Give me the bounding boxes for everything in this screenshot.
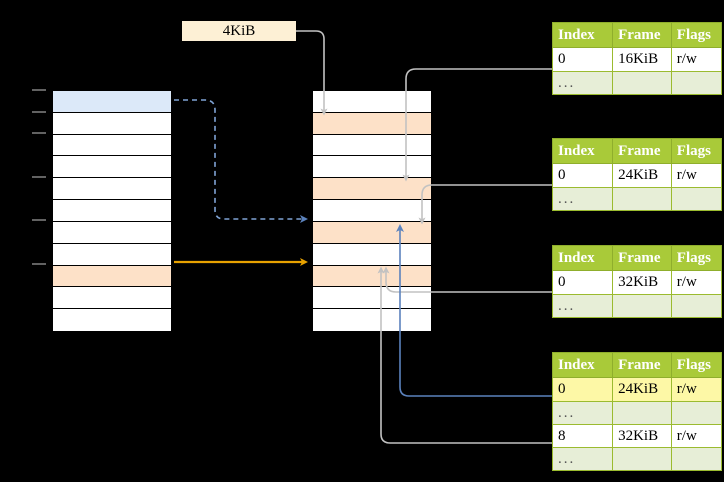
page-table-ellipsis-row: ... xyxy=(551,293,723,318)
cell-frame xyxy=(612,293,672,318)
cell-index: 0 xyxy=(551,163,614,188)
cell-index: ... xyxy=(551,70,614,95)
virtual-page-row xyxy=(53,287,171,310)
cell-frame: 32KiB xyxy=(612,423,672,449)
physical-frame-row xyxy=(313,112,431,135)
cell-frame xyxy=(612,400,672,425)
cell-flags: r/w xyxy=(670,270,723,295)
virtual-page-row xyxy=(53,309,171,331)
page-size-badge: 4KiB xyxy=(182,21,296,41)
physical-frame-row xyxy=(313,91,431,113)
cell-index: 0 xyxy=(551,377,614,402)
virtual-page-row xyxy=(53,134,171,157)
cell-index: ... xyxy=(551,186,614,211)
physical-memory-table xyxy=(312,90,432,331)
physical-frame-row xyxy=(313,178,431,201)
cell-index: 8 xyxy=(551,423,614,449)
cell-flags xyxy=(670,400,723,425)
virtual-page-row xyxy=(53,156,171,179)
virtual-page-row xyxy=(53,265,171,288)
cell-frame xyxy=(612,186,672,211)
virtual-row-ticks xyxy=(32,89,46,265)
cell-frame: 24KiB xyxy=(612,163,672,188)
column-header-frame: Frame xyxy=(612,21,672,49)
column-header-frame: Frame xyxy=(612,351,672,379)
virtual-page-row xyxy=(53,200,171,222)
column-header-frame: Frame xyxy=(612,137,672,165)
page-table-ellipsis-row: ... xyxy=(551,400,723,425)
cell-index: ... xyxy=(551,400,614,425)
page-table-ellipsis-row: ... xyxy=(551,70,723,95)
cell-index: 0 xyxy=(551,270,614,295)
cell-flags xyxy=(670,70,723,95)
cell-index: ... xyxy=(551,293,614,318)
column-header-flags: Flags xyxy=(670,244,723,272)
physical-frame-row xyxy=(313,309,431,331)
cell-frame: 16KiB xyxy=(612,47,672,72)
cell-flags: r/w xyxy=(670,423,723,449)
column-header-frame: Frame xyxy=(612,244,672,272)
wire-virtual-to-frame-dashed xyxy=(174,99,308,223)
physical-frame-row xyxy=(313,287,431,310)
column-header-index: Index xyxy=(551,244,614,272)
physical-frame-row xyxy=(313,200,431,222)
cell-flags xyxy=(670,446,723,472)
cell-frame xyxy=(612,446,672,472)
physical-frame-row xyxy=(313,221,431,244)
page-table-ellipsis-row: ... xyxy=(551,186,723,211)
cell-frame: 24KiB xyxy=(612,377,672,402)
cell-index: ... xyxy=(551,446,614,472)
wire-frame-to-pt2 xyxy=(418,184,552,225)
physical-frame-row xyxy=(313,134,431,157)
column-header-index: Index xyxy=(551,351,614,379)
column-header-index: Index xyxy=(551,137,614,165)
virtual-page-row xyxy=(53,221,171,244)
cell-flags: r/w xyxy=(670,377,723,402)
virtual-address-space-table xyxy=(52,90,172,331)
cell-flags: r/w xyxy=(670,163,723,188)
physical-frame-row xyxy=(313,156,431,179)
cell-frame: 32KiB xyxy=(612,270,672,295)
cell-flags xyxy=(670,186,723,211)
page-table-ellipsis-row: ... xyxy=(551,446,723,472)
column-header-flags: Flags xyxy=(670,21,723,49)
physical-frame-row xyxy=(313,243,431,266)
column-header-flags: Flags xyxy=(670,137,723,165)
physical-frame-row xyxy=(313,265,431,288)
cell-index: 0 xyxy=(551,47,614,72)
column-header-index: Index xyxy=(551,21,614,49)
column-header-flags: Flags xyxy=(670,351,723,379)
virtual-page-row xyxy=(53,112,171,135)
virtual-page-row xyxy=(53,91,171,113)
cell-flags xyxy=(670,293,723,318)
virtual-page-row xyxy=(53,178,171,201)
virtual-page-row xyxy=(53,243,171,266)
cell-flags: r/w xyxy=(670,47,723,72)
cell-frame xyxy=(612,70,672,95)
